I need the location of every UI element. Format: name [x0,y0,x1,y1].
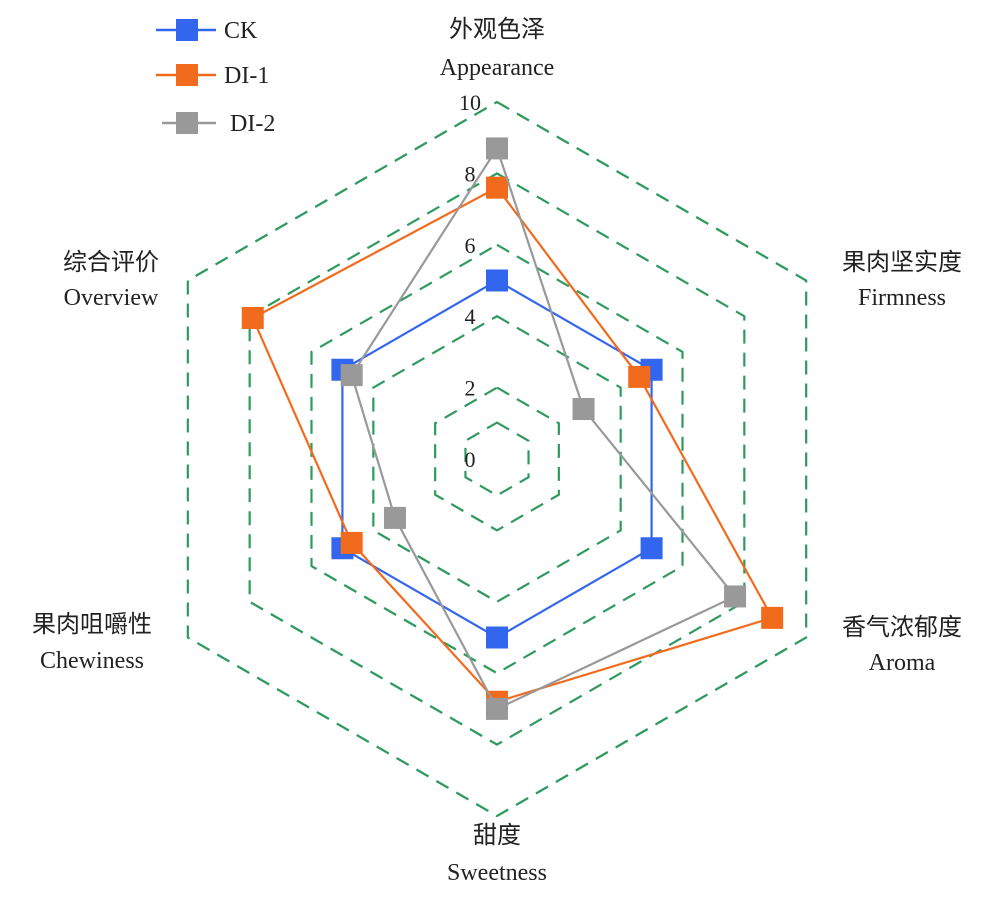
point-DI-1-5 [241,306,264,329]
legend-label-CK: CK [224,18,258,44]
axis-labels: 外观色泽 Appearance 果肉坚实度 Firmness 香气浓郁度 Aroma 甜度 S… [32,15,962,886]
axis-label-cn-3: 甜度 [473,821,521,849]
series-DI-1 [241,176,784,713]
point-DI-1-0 [486,176,508,199]
grid-ring-8 [248,172,746,746]
legend-marker-DI-1 [176,64,198,86]
tick-label-0: 0 [465,447,476,472]
tick-labels: 0 2 4 6 8 10 [459,90,481,472]
grid-ring-2 [434,386,560,532]
axis-label-en-2: Aroma [869,650,936,676]
point-DI-1-4 [340,531,363,554]
series-line-DI-1 [251,186,774,704]
point-DI-2-0 [486,137,508,160]
point-CK-3 [486,626,508,649]
axis-label-en-0: Appearance [440,55,555,81]
series-line-DI-2 [350,145,737,711]
axis-label-en-1: Firmness [858,285,946,311]
point-DI-1-2 [761,606,784,629]
axis-label-cn-2: 香气浓郁度 [842,613,962,641]
tick-label-6: 6 [465,233,476,258]
point-DI-2-4 [383,506,406,529]
tick-label-2: 2 [465,376,476,401]
axis-label-en-3: Sweetness [447,860,547,886]
point-CK-2 [640,537,663,560]
axis-label-en-5: Overview [64,285,159,311]
series-CK [331,269,663,649]
series-DI-2 [340,137,747,720]
point-DI-1-1 [628,365,651,388]
axis-label-cn-0: 外观色泽 [449,15,545,43]
grid-ring-6 [310,243,684,675]
point-DI-2-2 [724,585,747,608]
axis-label-cn-1: 果肉坚实度 [842,248,962,276]
point-DI-2-5 [340,364,363,387]
legend-marker-CK [176,19,198,41]
point-CK-0 [486,269,508,292]
legend: CK DI-1DI-2 [156,18,275,137]
grid-ring-10 [186,100,808,818]
axis-label-cn-5: 综合评价 [63,248,159,276]
grid-ring-0 [464,421,530,497]
tick-label-8: 8 [465,161,476,186]
axis-label-cn-4: 果肉咀嚼性 [32,610,152,638]
point-DI-2-3 [486,697,508,720]
point-DI-2-1 [572,398,595,421]
legend-marker-DI-2 [176,112,198,134]
grid-ring-4 [372,314,622,604]
legend-label-DI-2: DI-2 [230,111,275,137]
tick-label-10: 10 [459,90,481,115]
legend-label-DI-1: DI-1 [224,63,269,89]
axis-label-en-4: Chewiness [40,648,144,674]
tick-label-4: 4 [465,304,476,329]
